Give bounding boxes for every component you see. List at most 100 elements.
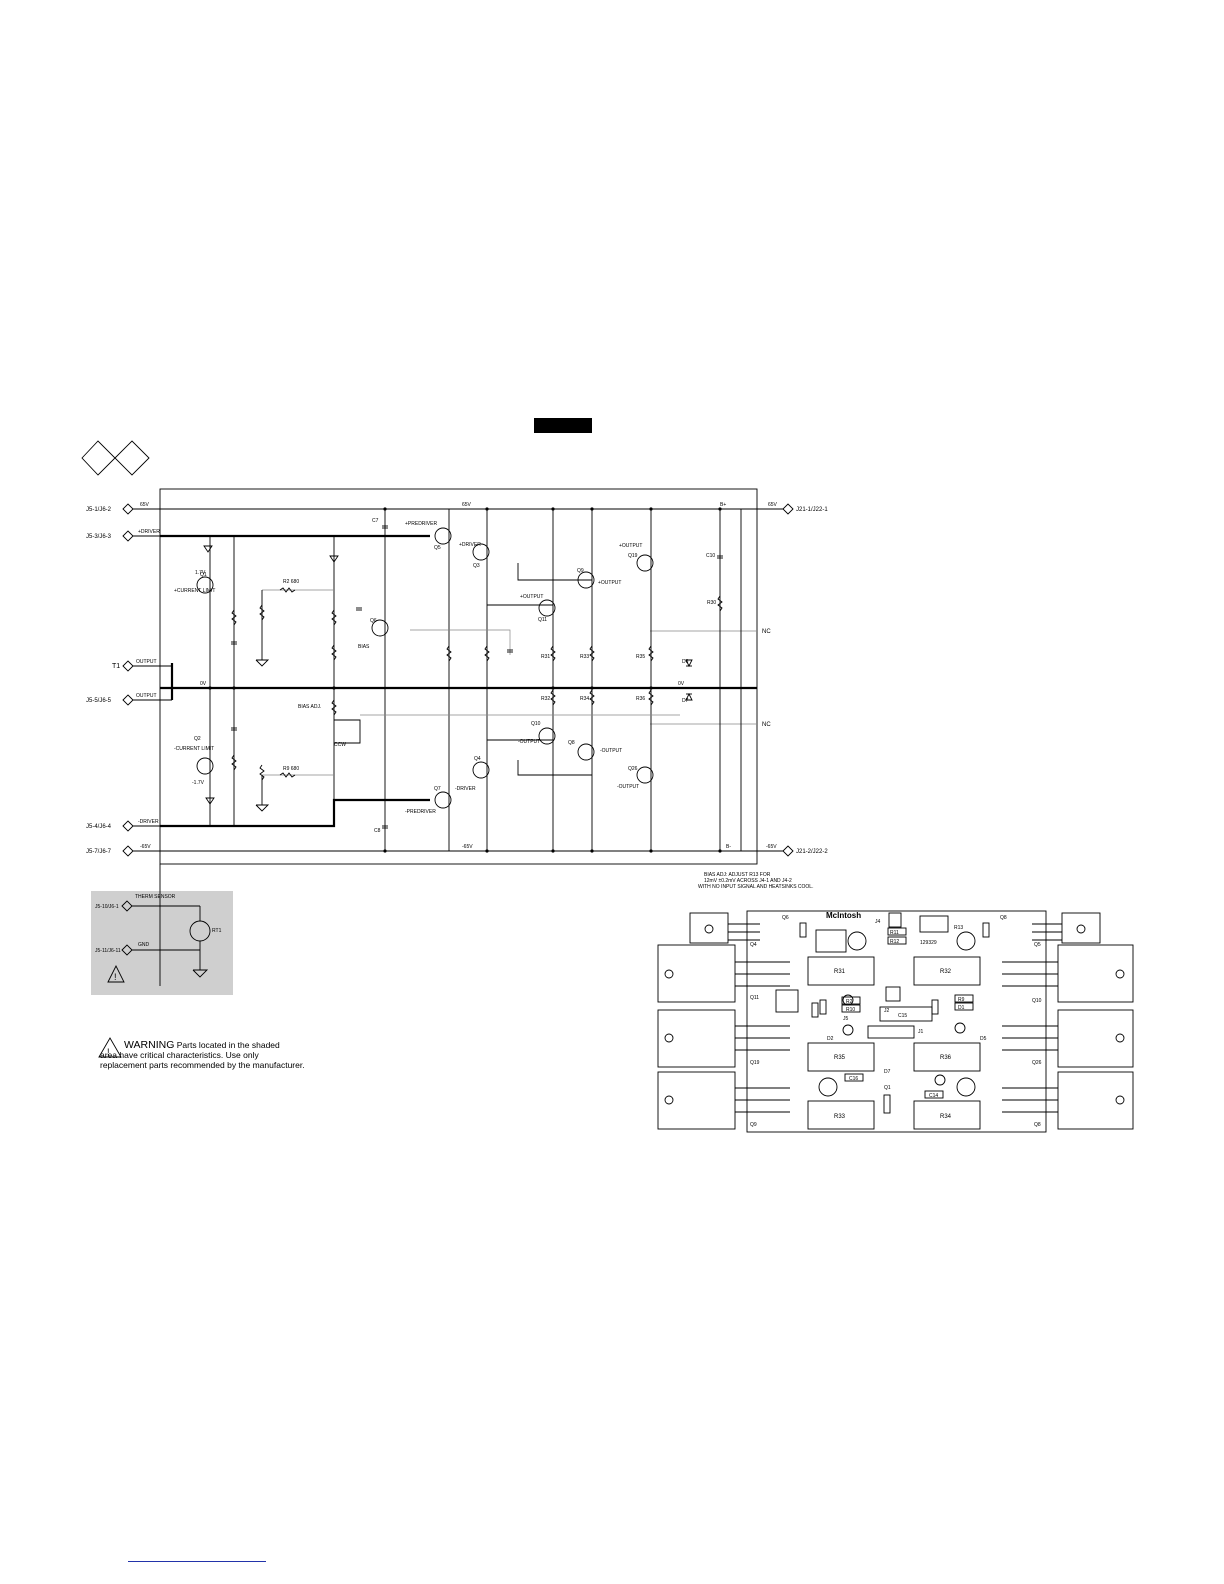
label-q26: Q26 — [628, 766, 638, 772]
pcb-labels: McIntosh 129329 R31 R32 R33 R34 R35 R36 … — [750, 911, 1042, 1128]
pcb-layout — [657, 910, 1134, 1133]
left-connectors — [122, 503, 172, 857]
diodes — [203, 545, 693, 805]
warning-line-3: replacement parts recommended by the man… — [100, 1060, 305, 1070]
pcb-r1: C16 — [849, 1076, 858, 1082]
bias-note-1: BIAS ADJ: ADJUST R13 FOR — [704, 872, 771, 878]
thermal-sensor-circuit: ! — [107, 864, 211, 986]
label-q9: Q9 — [577, 568, 584, 574]
volt-q1: 1.7V — [195, 570, 206, 576]
label-q6: Q6 — [370, 618, 377, 624]
pcb-part-number: 129329 — [920, 940, 937, 946]
label-q4: Q4 — [474, 756, 481, 762]
pcb-r36: R36 — [940, 1055, 952, 1061]
pcb-q5: Q6 — [782, 915, 789, 921]
label-r32: R32 — [541, 696, 550, 702]
conn-label-j5-4: J5-4/J6-4 — [86, 824, 112, 830]
bias-adj-label: BIAS ADJ. — [298, 704, 321, 710]
pcb-r34: R34 — [940, 1114, 952, 1120]
pcb-d7: Q1 — [884, 1085, 891, 1091]
label-b-minus: B- — [726, 844, 731, 850]
label-r34: R34 — [580, 696, 589, 702]
pcb-r3: R2 — [846, 999, 853, 1005]
net-output-t1: OUTPUT — [136, 659, 157, 665]
conn-label-t1: T1 — [112, 663, 120, 670]
pcb-r35: R35 — [834, 1055, 846, 1061]
black-tab — [534, 418, 592, 433]
resistors — [231, 587, 723, 781]
role-q26: -OUTPUT — [617, 784, 639, 790]
pcb-q9: Q9 — [750, 1122, 757, 1128]
label-q5: Q5 — [434, 545, 441, 551]
pcb-q3: Q4 — [750, 942, 757, 948]
pcb-r33: R33 — [834, 1114, 846, 1120]
gnd-conn-label: J5-11/J6-11 — [95, 948, 121, 954]
label-d7: D7 — [682, 698, 689, 704]
role-q3: +DRIVER — [459, 542, 481, 548]
pcb-r31: R31 — [834, 969, 846, 975]
label-r33-sch: R33 — [580, 654, 589, 660]
pcb-q4: Q5 — [1034, 942, 1041, 948]
label-q1: Q1 — [200, 572, 207, 578]
label-c8: C8 — [374, 828, 381, 834]
label-q10: Q10 — [531, 721, 541, 727]
pcb-r32: R32 — [940, 969, 952, 975]
pcb-r9: D1 — [958, 1005, 965, 1011]
volt-q2: -1.7V — [192, 780, 205, 786]
label-rail-pos: 65V — [462, 502, 472, 508]
pcb-j1: J1 — [918, 1029, 924, 1035]
pcb-d4: D5 — [980, 1036, 987, 1042]
shaded-critical-area — [91, 891, 233, 995]
role-q19: +OUTPUT — [619, 543, 642, 549]
schematic-frame — [159, 488, 758, 865]
role-q2: -CURRENT LIMIT — [174, 746, 214, 752]
role-q11: +OUTPUT — [520, 594, 543, 600]
pcb-r12: R12 — [890, 939, 899, 945]
conn-label-j5-1: J5-1/J6-2 — [86, 507, 112, 513]
pcb-q26: Q26 — [1032, 1060, 1042, 1066]
net-driver-neg-left: -DRIVER — [138, 819, 159, 825]
net-neg65-left: -65V — [140, 844, 151, 850]
gnd-label: GND — [138, 942, 150, 948]
role-q4: -DRIVER — [455, 786, 476, 792]
pcb-r8: C14 — [929, 1093, 938, 1099]
label-rail-neg: -65V — [462, 844, 473, 850]
label-r9: R9 680 — [283, 766, 299, 772]
footer-rule — [128, 1561, 266, 1562]
conn-label-j21-1: J21-1/J22-1 — [796, 507, 828, 513]
right-connectors — [650, 503, 794, 857]
label-q2: Q2 — [194, 736, 201, 742]
warning-title: WARNING — [124, 1039, 175, 1051]
warning-icon-mark: ! — [107, 1047, 110, 1057]
pcb-c16: J5 — [843, 1016, 849, 1022]
label-c7: C7 — [372, 518, 379, 524]
label-r31: R31 — [541, 654, 550, 660]
label-r36: R36 — [636, 696, 645, 702]
bias-note-3: WITH NO INPUT SIGNAL AND HEATSINKS COOL. — [698, 884, 813, 890]
thermal-conn-label: J5-10/J6-1 — [95, 904, 119, 910]
pcb-r13: R13 — [954, 925, 963, 931]
ground-symbols — [255, 659, 270, 812]
label-d6: D6 — [682, 659, 689, 665]
net-output-j5: OUTPUT — [136, 693, 157, 699]
pcb-j2: J2 — [884, 1008, 890, 1014]
pcb-d1: D2 — [827, 1036, 834, 1042]
label-q7: Q7 — [434, 786, 441, 792]
role-q8: -OUTPUT — [600, 748, 622, 754]
pcb-q8: Q8 — [1034, 1122, 1041, 1128]
transistor-symbols — [196, 527, 654, 809]
bias-note-2: 12mV ±0.2mV ACROSS J4-1 AND J4-2 — [704, 878, 792, 884]
label-q3: Q3 — [473, 563, 480, 569]
role-q5: +PREDRIVER — [405, 521, 437, 527]
label-q8: Q8 — [568, 740, 575, 746]
role-q7: -PREDRIVER — [405, 809, 436, 815]
pcb-q10: Q10 — [1032, 998, 1042, 1004]
label-q11: Q11 — [538, 617, 547, 623]
pcb-r11: R11 — [890, 930, 899, 936]
label-rail-zero: 0V — [200, 681, 207, 687]
capacitors — [231, 525, 723, 829]
role-q10: -OUTPUT — [518, 739, 540, 745]
pcb-c15: C15 — [898, 1013, 907, 1019]
warning-icon — [98, 1037, 122, 1058]
